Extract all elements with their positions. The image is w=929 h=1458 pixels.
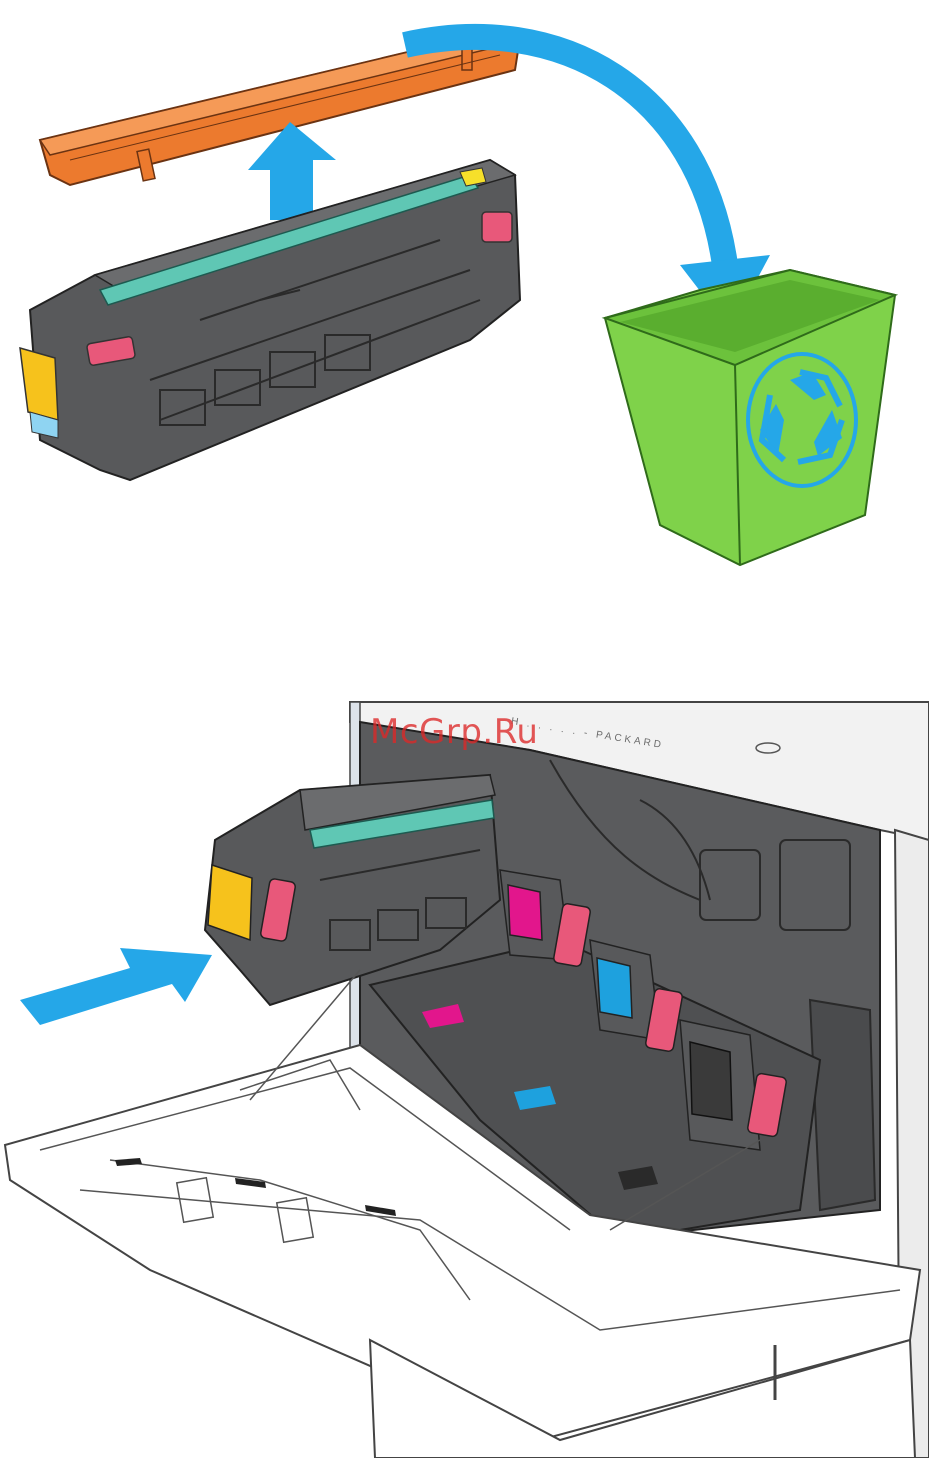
toner-cartridge (19, 158, 522, 482)
front-door (3, 969, 922, 1458)
cyan-cartridge (514, 939, 683, 1110)
bottom-illustration-svg (3, 701, 929, 1458)
recycle-bin (601, 268, 899, 567)
recycle-icon (746, 352, 858, 488)
watermark: McGrp.Ru (370, 712, 539, 752)
magenta-cartridge (422, 869, 591, 1028)
yellow-cartridge (203, 773, 502, 1007)
insert-cartridge-illustration: H . . . . . - PACKARD McGrp.Ru (0, 690, 929, 1458)
remove-shipping-lock-illustration (0, 0, 929, 580)
up-arrow-icon (248, 122, 336, 220)
black-cartridge (618, 1019, 787, 1190)
top-illustration-svg (19, 24, 899, 567)
insert-arrow-icon (20, 948, 212, 1025)
